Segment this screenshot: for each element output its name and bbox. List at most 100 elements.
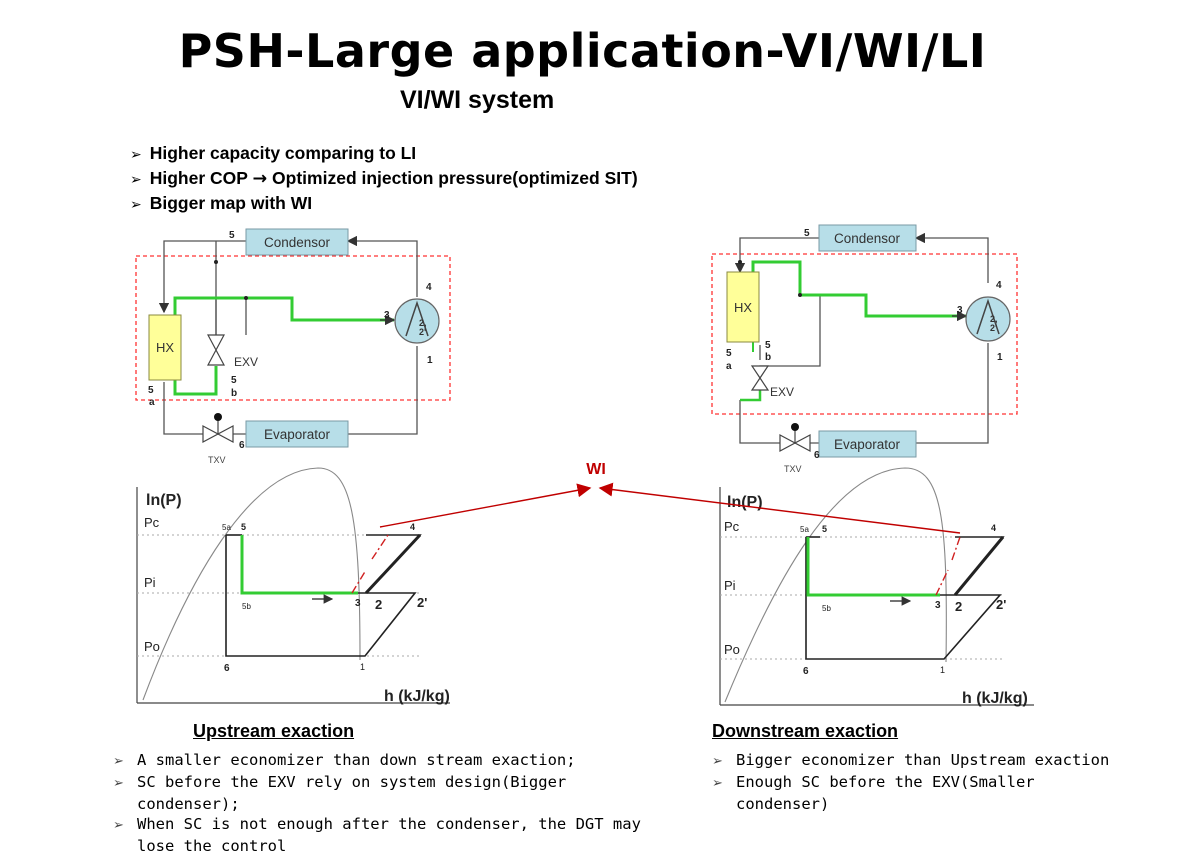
point-5: 5 <box>822 524 827 534</box>
state-point-6: 6 <box>814 450 820 461</box>
downstream-ph-diagram: ln(P) h (kJ/kg) Pc Pi Po 5a 5 5b 3 2 2' … <box>719 467 1034 707</box>
upstream-notes: A smaller economizer than down stream ex… <box>113 750 673 856</box>
wi-label: WI <box>586 461 606 478</box>
highlight-item: Higher capacity comparing to LI <box>130 142 638 167</box>
list-item: SC before the EXV rely on system design(… <box>113 772 607 814</box>
x-axis-label: h (kJ/kg) <box>384 688 450 705</box>
state-point-6: 6 <box>239 440 245 451</box>
pressure-level-pc: Pc <box>724 519 740 534</box>
condensor-label: Condensor <box>834 231 901 246</box>
evaporator-label: Evaporator <box>264 427 331 442</box>
state-point-4: 4 <box>426 282 432 293</box>
upstream-system-schematic: Condensor Evaporator HX EXV TXV 3 2,2' 5… <box>135 228 451 465</box>
injection-line <box>751 260 966 318</box>
downstream-title: Downstream exaction <box>712 721 899 741</box>
point-5a: 5a <box>222 523 231 532</box>
wi-arrow-left <box>379 483 592 528</box>
state-point-5: 5 <box>229 230 235 241</box>
point-5: 5 <box>241 522 246 532</box>
point-2-prime: 2' <box>417 595 427 610</box>
point-6: 6 <box>803 666 809 677</box>
state-point-3: 3 <box>957 305 963 316</box>
txv-label: TXV <box>784 464 802 474</box>
evaporator-box <box>245 420 349 448</box>
evaporator-label: Evaporator <box>834 437 901 452</box>
list-item: Enough SC before the EXV(Smaller condens… <box>712 772 1106 814</box>
hx-label: HX <box>734 300 752 315</box>
pressure-level-po: Po <box>724 642 740 657</box>
y-axis-label: ln(P) <box>146 492 182 509</box>
exv-valve-icon <box>750 365 770 391</box>
exv-label: EXV <box>770 385 794 399</box>
point-3: 3 <box>355 598 361 609</box>
wi-callout: WI <box>379 461 961 534</box>
pressure-level-pi: Pi <box>724 578 736 593</box>
highlight-item: Bigger map with WI <box>130 192 638 217</box>
saturation-dome <box>724 467 947 703</box>
point-5b: 5b <box>822 604 831 613</box>
condensor-label: Condensor <box>264 235 331 250</box>
state-point-5b-letter: b <box>231 388 237 399</box>
hx-label: HX <box>156 340 174 355</box>
compressor-icon <box>965 296 1011 342</box>
condensor-box <box>818 224 917 252</box>
page-subtitle: VI/WI system <box>400 86 555 114</box>
upstream-title: Upstream exaction <box>193 721 355 741</box>
list-item: When SC is not enough after the condense… <box>113 814 673 856</box>
state-point-5: 5 <box>804 228 810 239</box>
pressure-level-po: Po <box>144 639 160 654</box>
point-2: 2 <box>955 599 962 614</box>
compressor-stage-label: 2,2' <box>419 318 427 337</box>
downstream-system-schematic: Condensor Evaporator HX EXV TXV 2,2' 5 4… <box>711 224 1018 474</box>
point-6: 6 <box>224 663 230 674</box>
point-5a: 5a <box>800 525 809 534</box>
point-2: 2 <box>375 597 382 612</box>
list-item: Bigger economizer than Upstream exaction <box>712 750 1152 772</box>
page-title: PSH-Large application-VI/WI/LI <box>178 24 987 78</box>
hx-box <box>726 271 760 343</box>
state-point-3: 3 <box>384 310 390 321</box>
state-point-1: 1 <box>997 352 1003 363</box>
upstream-ph-diagram: ln(P) h (kJ/kg) Pc Pi Po 5a 5 5b 3 2 2' … <box>136 467 450 705</box>
compressor-stage-label: 2,2' <box>990 314 998 333</box>
evaporator-box <box>818 430 917 458</box>
injection-path <box>240 535 358 595</box>
pressure-level-pc: Pc <box>144 515 160 530</box>
state-point-5a-num: 5 <box>726 348 732 359</box>
state-point-5a-num: 5 <box>148 385 154 396</box>
saturation-dome <box>142 467 361 701</box>
economizer-boundary <box>711 253 1018 415</box>
exv-valve-icon <box>207 334 225 366</box>
state-point-5a-letter: a <box>149 397 155 408</box>
downstream-notes: Bigger economizer than Upstream exaction… <box>712 750 1152 814</box>
economizer-boundary <box>135 255 451 401</box>
list-item: A smaller economizer than down stream ex… <box>113 750 673 772</box>
compressor-icon <box>394 298 440 344</box>
txv-label: TXV <box>208 455 226 465</box>
point-4: 4 <box>410 522 415 532</box>
pressure-level-pi: Pi <box>144 575 156 590</box>
state-point-1: 1 <box>427 355 433 366</box>
right-arrow-icon: → <box>252 169 268 189</box>
condensor-box <box>245 228 349 256</box>
y-axis-label: ln(P) <box>727 494 763 511</box>
x-axis-label: h (kJ/kg) <box>962 690 1028 707</box>
state-point-5b-letter: b <box>765 352 771 363</box>
state-point-5a-letter: a <box>726 361 732 372</box>
state-point-5b-num: 5 <box>231 375 237 386</box>
point-1: 1 <box>940 665 945 675</box>
wi-arrow-right <box>598 482 961 534</box>
point-1: 1 <box>360 662 365 672</box>
highlight-item: Higher COP → Optimized injection pressur… <box>130 167 638 192</box>
point-3: 3 <box>935 600 941 611</box>
injection-line <box>173 296 394 322</box>
state-point-4: 4 <box>996 280 1002 291</box>
hx-box <box>148 314 182 381</box>
state-point-5b-num: 5 <box>765 340 771 351</box>
exv-label: EXV <box>234 355 258 369</box>
point-4: 4 <box>991 523 996 533</box>
point-5b: 5b <box>242 602 251 611</box>
highlights-list: Higher capacity comparing to LI Higher C… <box>130 142 638 217</box>
injection-path <box>806 537 940 597</box>
